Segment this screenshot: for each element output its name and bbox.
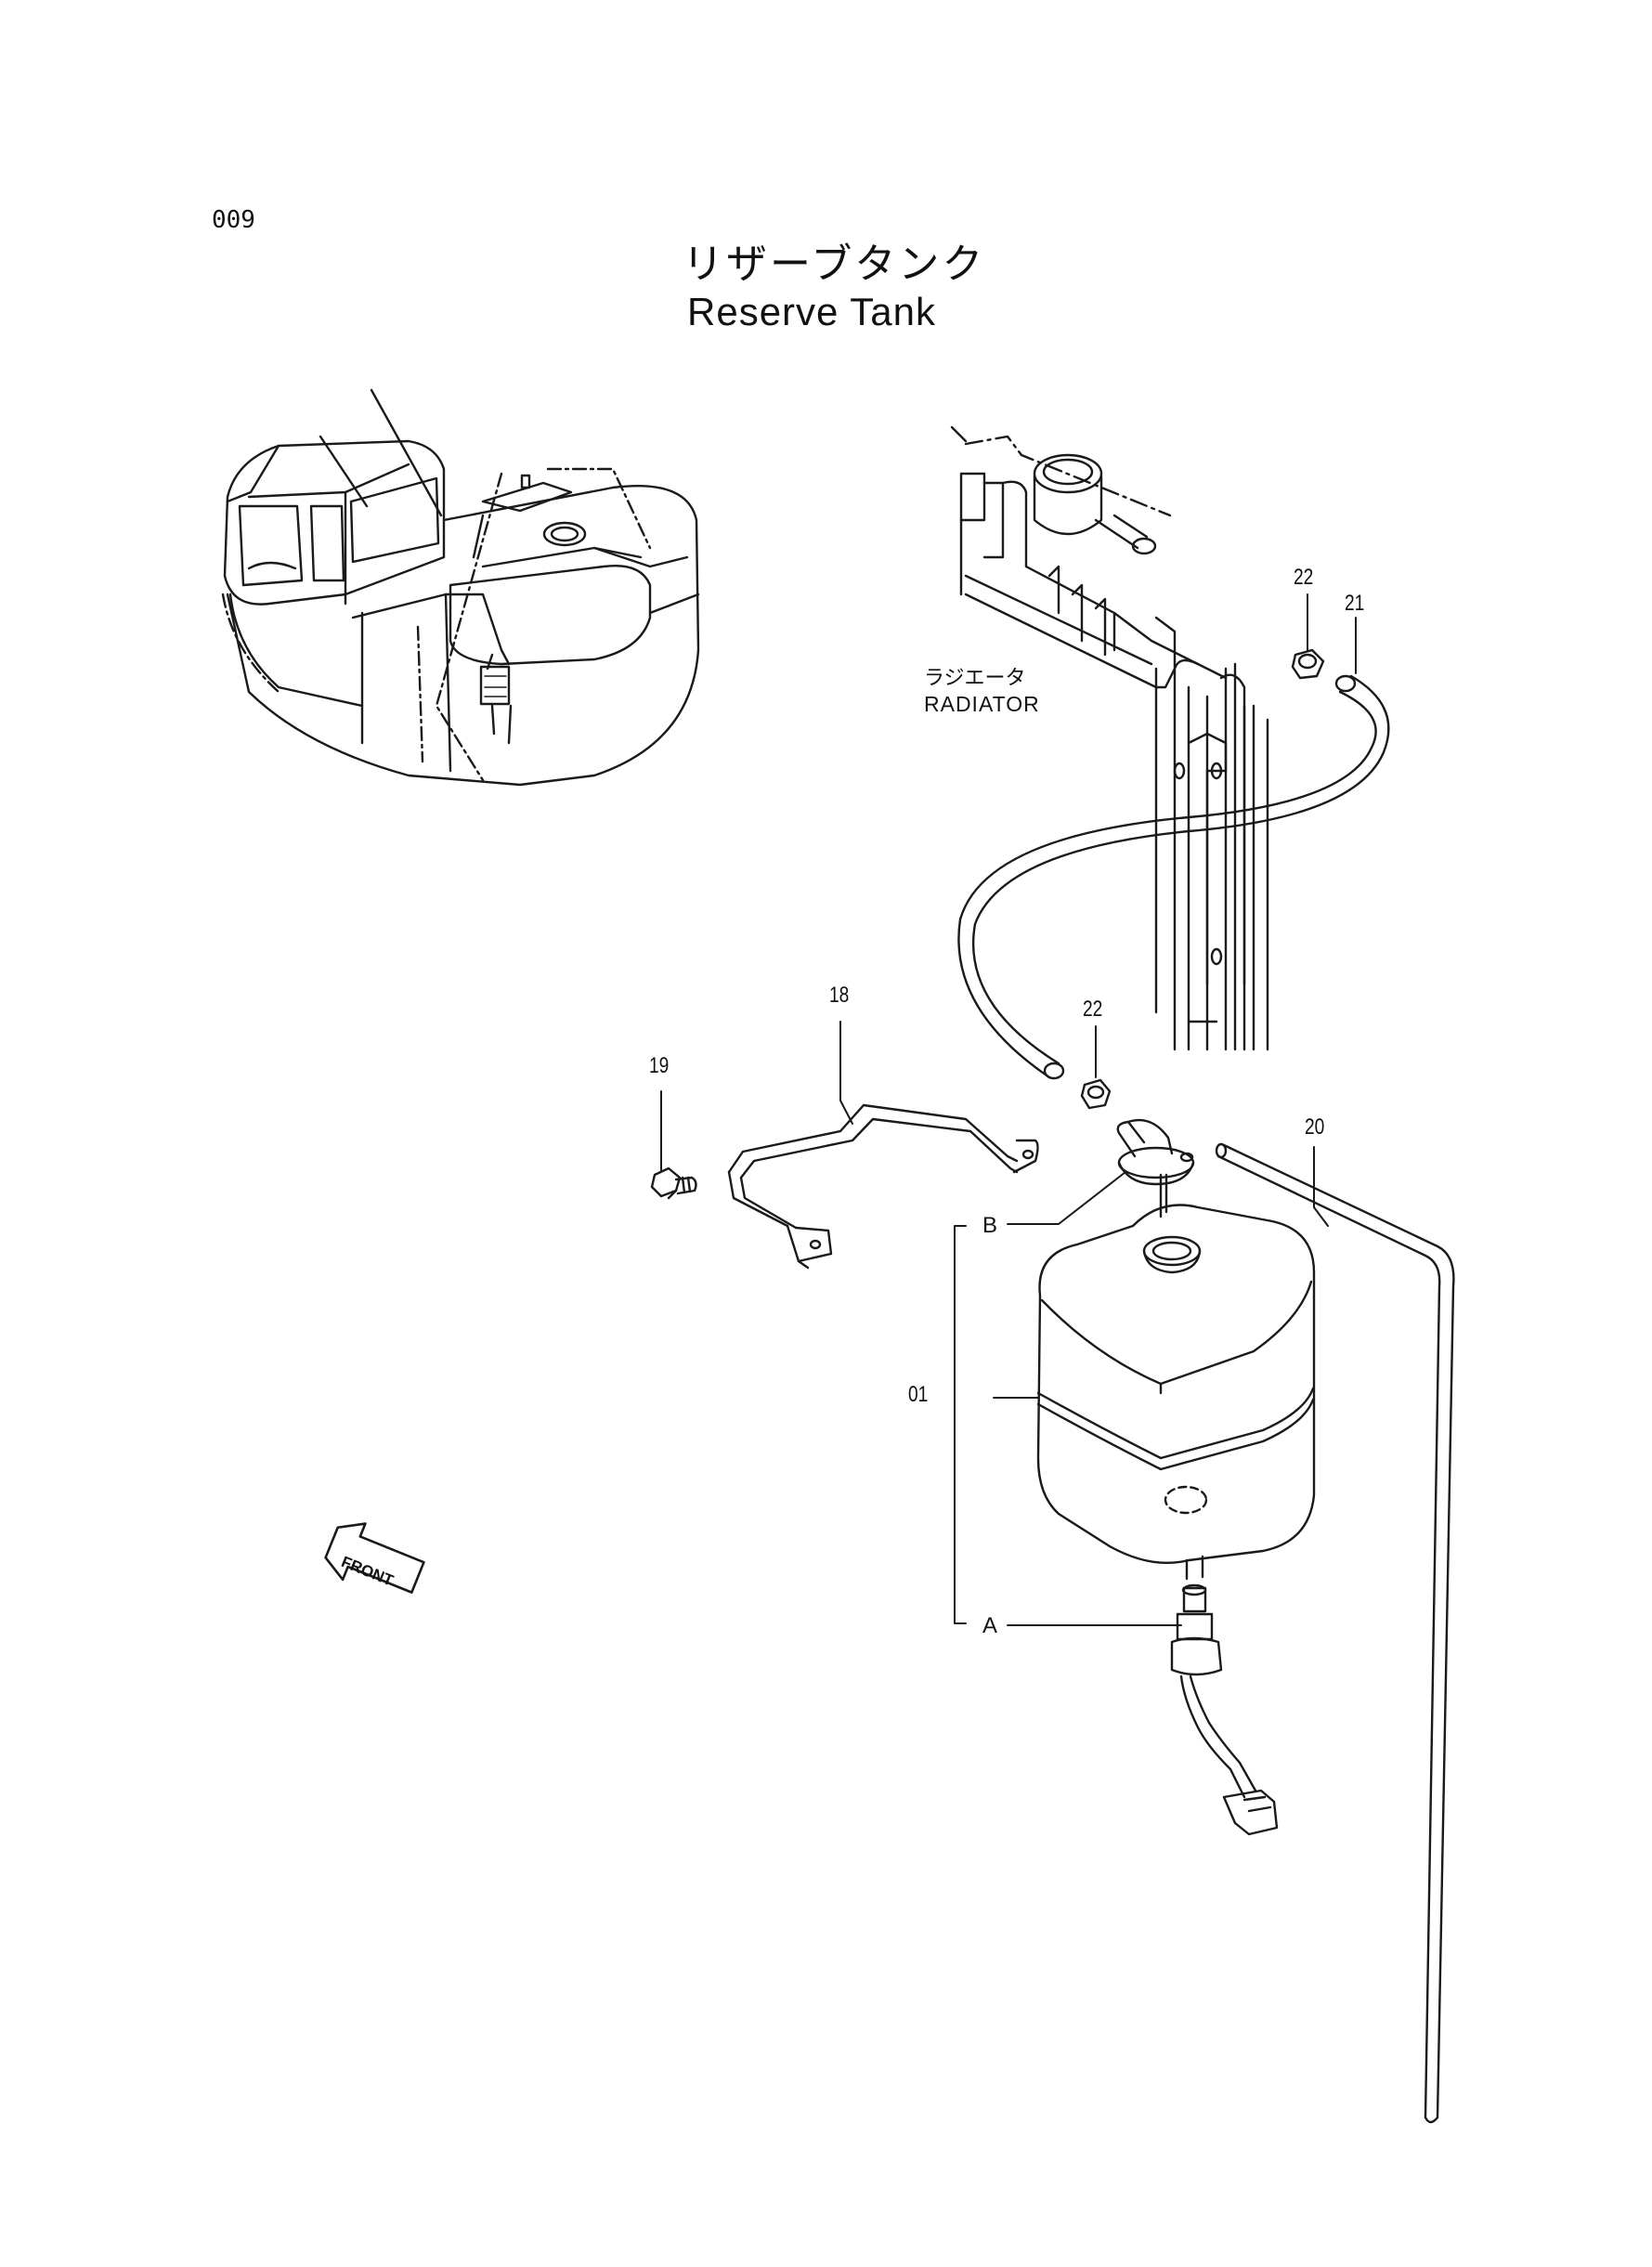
tank-cap-b [1116, 1118, 1195, 1218]
bracket-18 [727, 1103, 1039, 1270]
radiator-label-japanese: ラジエータ [924, 667, 1026, 690]
callout-19: 19 [649, 1053, 670, 1078]
callout-01: 01 [908, 1382, 929, 1407]
bolt-19 [650, 1166, 697, 1200]
excavator-overview [221, 388, 700, 787]
radiator-label-english: RADIATOR [924, 692, 1040, 716]
hose-21 [957, 674, 1390, 1080]
callout-20: 20 [1305, 1114, 1325, 1140]
radiator-drawing [950, 425, 1269, 1051]
callout-21: 21 [1345, 591, 1365, 616]
reserve-tank-01 [1036, 1204, 1316, 1581]
clip-22-lower [1080, 1078, 1112, 1110]
leader-lines [660, 593, 1357, 1626]
callout-18: 18 [829, 983, 850, 1008]
hose-20 [1215, 1142, 1455, 2124]
title-japanese: リザーブタンク [683, 241, 986, 288]
reference-a: A [982, 1613, 998, 1638]
page-number: 009 [212, 206, 255, 234]
front-arrow-icon [324, 1522, 425, 1594]
level-sensor-a [1170, 1583, 1279, 1836]
callout-22-upper: 22 [1294, 565, 1314, 590]
title-english: Reserve Tank [687, 290, 937, 333]
reference-b: B [982, 1213, 998, 1238]
callout-22-lower: 22 [1083, 997, 1103, 1022]
clip-22-upper [1291, 648, 1325, 680]
